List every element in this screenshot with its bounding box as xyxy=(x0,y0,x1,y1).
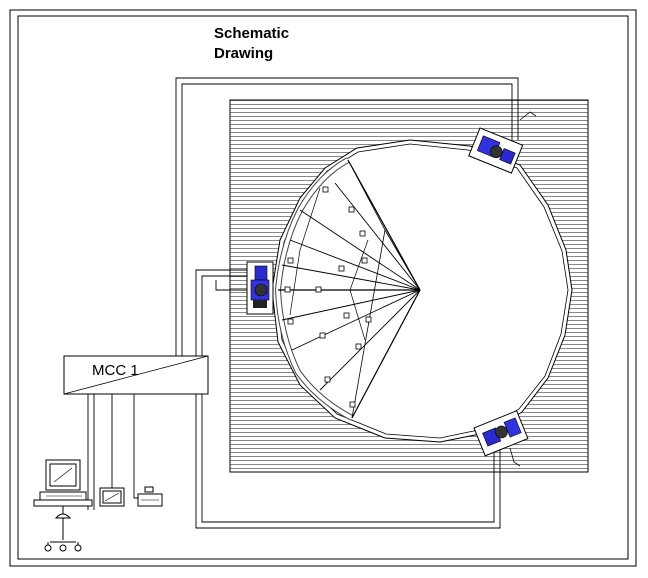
top-motor-lead xyxy=(519,111,537,121)
motor-drive-icon xyxy=(468,127,524,174)
mcc-label: MCC 1 xyxy=(92,362,139,379)
title-line-2: Drawing xyxy=(214,45,274,62)
title-line-1: Schematic xyxy=(214,25,290,42)
drawing-title: Schematic Drawing xyxy=(214,24,289,64)
drawing-frame xyxy=(9,9,637,567)
cable-runs xyxy=(87,77,519,529)
computer-workstation-icon xyxy=(33,459,93,552)
bottom-motor-lead xyxy=(509,447,521,467)
keypad-icon xyxy=(137,486,163,507)
motor-drive-icon xyxy=(473,410,529,457)
control-panel-icon xyxy=(99,487,125,507)
scraper-sector xyxy=(274,157,421,421)
motor-drive-icon xyxy=(246,261,274,315)
mcc-panel xyxy=(63,355,209,395)
